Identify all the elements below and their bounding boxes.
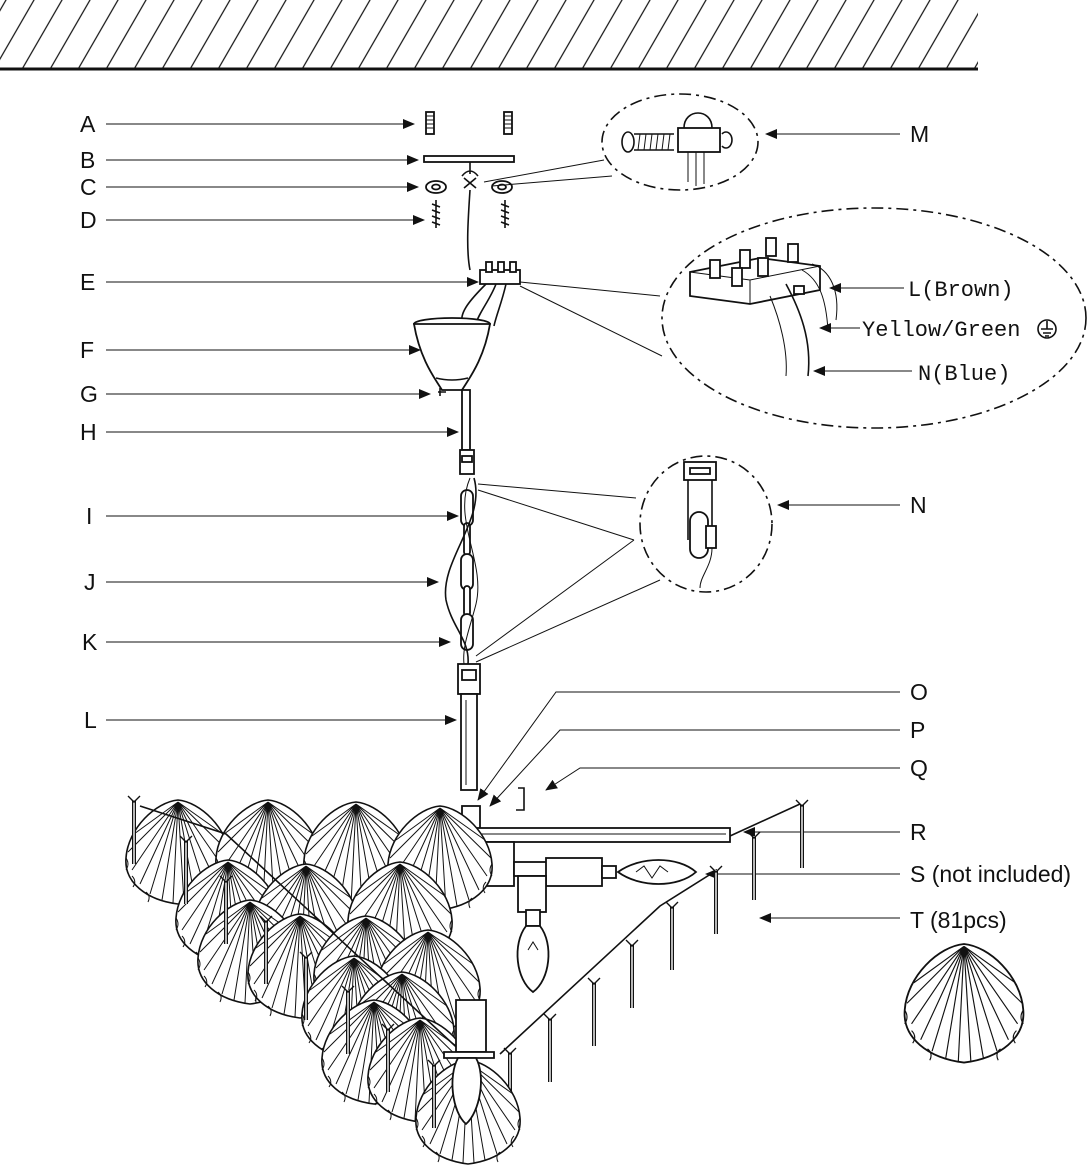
label-j: J bbox=[84, 569, 96, 595]
part-labels: A B C D E F G H I J K L M N O P Q R S (n… bbox=[80, 111, 1071, 933]
terminal-block bbox=[461, 261, 521, 327]
main-frame bbox=[461, 787, 731, 913]
label-h: H bbox=[80, 419, 97, 445]
ceiling bbox=[0, 0, 978, 71]
leader-lines-left bbox=[106, 119, 479, 725]
down-rod bbox=[459, 389, 475, 475]
mounting-hardware bbox=[423, 111, 515, 228]
label-neutral-wire: N(Blue) bbox=[918, 362, 1010, 387]
label-s: S (not included) bbox=[910, 861, 1071, 887]
mounting-bar bbox=[423, 155, 515, 163]
screw-right bbox=[500, 200, 510, 228]
washer-left bbox=[425, 180, 447, 194]
detail-bubble-wiring bbox=[661, 207, 1087, 429]
detail-bubble-n bbox=[475, 455, 773, 663]
anchor-a-left bbox=[425, 111, 435, 135]
screw-left bbox=[431, 200, 441, 228]
leader-lines-right bbox=[477, 129, 900, 923]
right-rods bbox=[499, 798, 810, 1118]
washer-right bbox=[491, 180, 513, 194]
label-b: B bbox=[80, 147, 95, 173]
label-r: R bbox=[910, 819, 927, 845]
bulb-icon bbox=[616, 859, 698, 885]
anchor-a-right bbox=[503, 111, 513, 135]
label-n: N bbox=[910, 492, 927, 518]
chain bbox=[460, 489, 474, 651]
label-t: T (81pcs) bbox=[910, 907, 1007, 933]
label-live-wire: L(Brown) bbox=[908, 278, 1014, 303]
label-e: E bbox=[80, 269, 95, 295]
shell-cluster bbox=[125, 794, 521, 1165]
label-earth-wire: Yellow/Green bbox=[862, 318, 1020, 343]
label-k: K bbox=[82, 629, 98, 655]
label-l: L bbox=[84, 707, 97, 733]
label-f: F bbox=[80, 337, 94, 363]
detail-bubble-m bbox=[483, 93, 759, 191]
label-a: A bbox=[80, 111, 96, 137]
label-d: D bbox=[80, 207, 97, 233]
label-o: O bbox=[910, 679, 928, 705]
label-i: I bbox=[86, 503, 92, 529]
shell-icon bbox=[903, 943, 1025, 1064]
arm-tube-r bbox=[467, 827, 731, 843]
label-p: P bbox=[910, 717, 925, 743]
canopy-screw bbox=[438, 388, 446, 396]
lamp-body-tube bbox=[457, 663, 481, 791]
label-g: G bbox=[80, 381, 98, 407]
bulb-lower-icon bbox=[516, 909, 550, 994]
ground-symbol-icon bbox=[1037, 319, 1057, 339]
label-m: M bbox=[910, 121, 929, 147]
power-cable bbox=[444, 477, 477, 665]
label-q: Q bbox=[910, 755, 928, 781]
label-c: C bbox=[80, 174, 97, 200]
canopy bbox=[412, 317, 492, 391]
wire-labels: L(Brown) Yellow/Green N(Blue) bbox=[813, 278, 1057, 387]
lower-holder bbox=[443, 999, 495, 1126]
